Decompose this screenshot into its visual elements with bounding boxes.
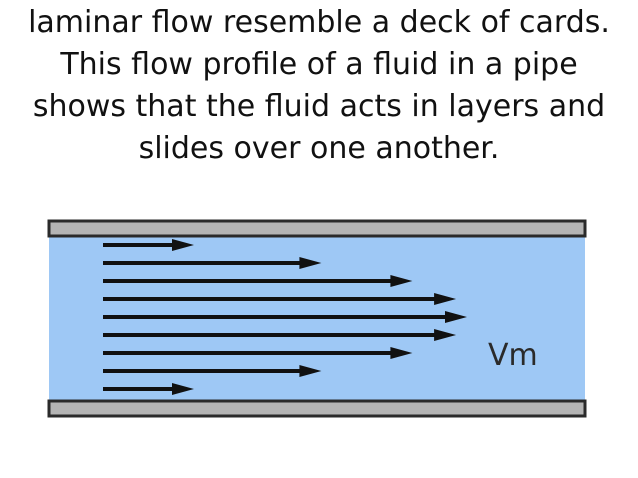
- velocity-label: Vm: [488, 338, 538, 373]
- velocity-arrow-head: [299, 365, 322, 377]
- caption-line-1: laminar flow resemble a deck of cards.: [28, 5, 610, 40]
- velocity-arrow-head: [445, 311, 467, 323]
- pipe-wall-top: [47, 219, 587, 238]
- pipe-wall-bottom: [47, 399, 587, 418]
- caption-line-3: shows that the fluid acts in layers and: [32, 89, 606, 124]
- velocity-arrows: [103, 239, 467, 395]
- caption-line-4: slides over one another.: [138, 131, 500, 166]
- velocity-arrow-head: [299, 257, 322, 269]
- velocity-arrow-head: [172, 383, 194, 395]
- caption-line-2: This flow profile of a fluid in a pipe: [60, 47, 578, 82]
- velocity-arrow-head: [172, 239, 194, 251]
- velocity-arrow-head: [390, 275, 413, 287]
- velocity-arrow-head: [434, 293, 457, 305]
- caption: laminar flow resemble a deck of cards. T…: [0, 2, 638, 170]
- velocity-arrow-head: [390, 347, 413, 359]
- velocity-arrow-head: [434, 329, 457, 341]
